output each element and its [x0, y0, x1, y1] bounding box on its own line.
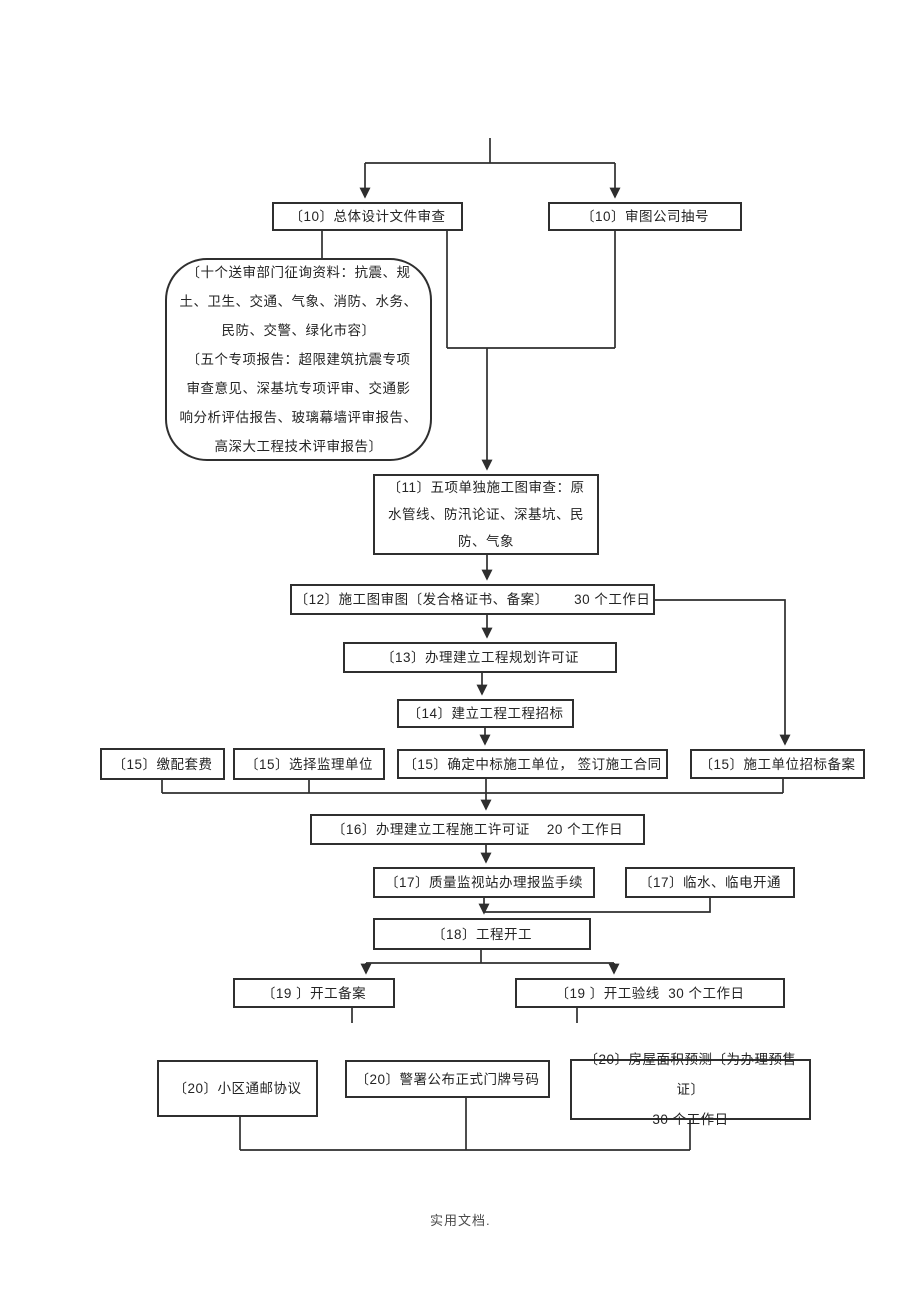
note-submission-departments-and-reports: 〔十个送审部门征询资料：抗震、规 土、卫生、交通、气象、消防、水务、 民防、交警…	[165, 258, 432, 461]
node-15-confirm-contractor-sign-contract: 〔15〕确定中标施工单位， 签订施工合同	[397, 749, 668, 779]
node-15-contractor-bidding-record: 〔15〕施工单位招标备案	[690, 749, 865, 779]
node-20-housing-area-forecast: 〔20〕房屋面积预测〔为办理预售证〕 30 个工作日	[570, 1052, 811, 1127]
node-13-planning-permit: 〔13〕办理建立工程规划许可证	[343, 642, 617, 673]
node-10-drawing-review-company-lottery: 〔10〕审图公司抽号	[548, 202, 742, 231]
node-14-project-bidding: 〔14〕建立工程工程招标	[397, 699, 574, 728]
node-19-commencement-record: 〔19 〕开工备案	[233, 978, 395, 1008]
node-17-quality-supervision-registration: 〔17〕质量监视站办理报监手续	[373, 867, 595, 898]
node-10-overall-design-review: 〔10〕总体设计文件审查	[272, 202, 463, 231]
node-18-project-commencement: 〔18〕工程开工	[373, 918, 591, 950]
node-16-construction-permit: 〔16〕办理建立工程施工许可证 20 个工作日	[310, 814, 645, 845]
node-19-commencement-line-check: 〔19 〕开工验线 30 个工作日	[515, 978, 785, 1008]
node-12-construction-drawing-review: 〔12〕施工图审图〔发合格证书、备案〕 30 个工作日	[290, 584, 655, 615]
node-15-select-supervision-unit: 〔15〕选择监理单位	[233, 748, 385, 780]
node-20-community-postal-agreement: 〔20〕小区通邮协议	[157, 1060, 318, 1117]
node-17-temporary-water-power: 〔17〕临水、临电开通	[625, 867, 795, 898]
footer-text: 实用文档.	[430, 1213, 491, 1228]
node-20-official-door-numbers: 〔20〕警署公布正式门牌号码	[345, 1060, 550, 1098]
node-15-pay-supporting-fees: 〔15〕缴配套费	[100, 748, 225, 780]
node-11-five-separate-drawing-reviews: 〔11〕五项单独施工图审查：原 水管线、防汛论证、深基坑、民 防、气象	[373, 474, 599, 555]
